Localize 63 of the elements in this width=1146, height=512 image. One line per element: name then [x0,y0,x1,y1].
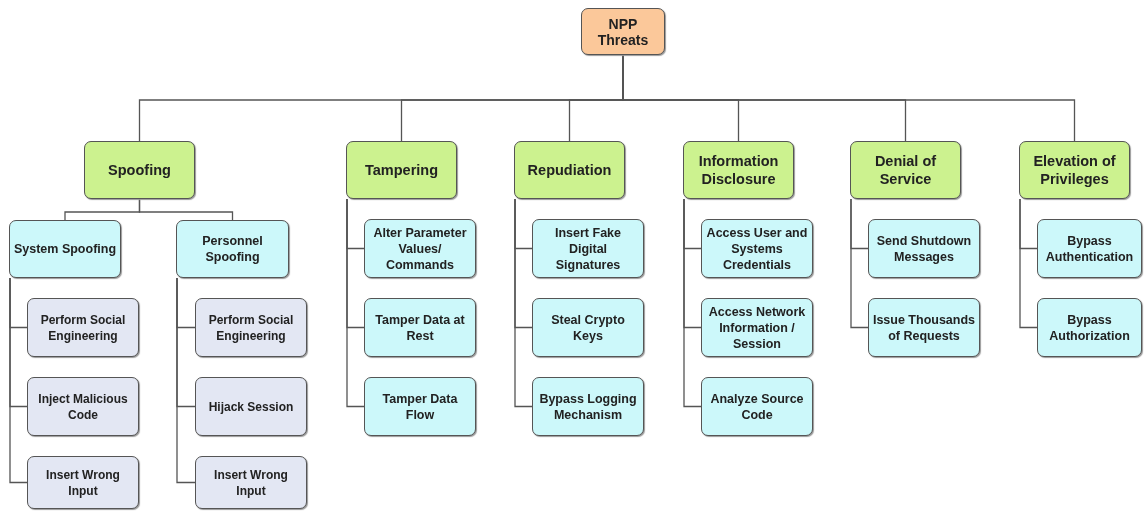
threat-label: Hijack Session [207,398,295,415]
threat-subcategory-box [532,298,644,357]
threat-category-box [683,141,794,199]
threat-label: NPP Threats [596,15,650,48]
threat-label: Access User and Systems Credentials [705,224,809,273]
threat-label: Analyze Source Code [709,390,805,423]
threat-label: Personnel Spoofing [201,233,264,265]
threat-subcategory-box [701,377,813,436]
threat-label: Insert Wrong Input [45,466,121,499]
connector-line [138,198,234,221]
threat-leaf-box [27,377,139,436]
connector-line [346,198,365,408]
connector-line [514,198,533,408]
threat-subcategory-box [364,298,476,357]
connector-line [683,198,702,408]
threat-label: Bypass Authentication [1044,232,1135,265]
threat-subcategory-box [364,219,476,278]
threat-subcategory-box [1037,219,1142,278]
threat-category-box [850,141,961,199]
threat-label: Send Shutdown Messages [875,232,973,265]
threat-subcategory-box [532,219,644,278]
threat-leaf-box [27,456,139,509]
threat-category-box [514,141,625,199]
threat-subcategory-box [868,219,980,278]
threat-label: Elevation of Privileges [1032,152,1117,188]
root-threat-box [581,8,665,55]
threat-subcategory-box [9,220,121,278]
threat-label: Spoofing [107,161,172,179]
threat-leaf-box [195,456,307,509]
threat-subcategory-box [868,298,980,357]
threat-subcategory-box [701,298,813,357]
threat-label: Inject Malicious Code [37,390,129,423]
threat-label: Perform Social Engineering [207,311,295,344]
threat-leaf-box [27,298,139,357]
threat-label: Alter Parameter Values/ Commands [372,224,468,273]
threat-label: Denial of Service [873,152,938,188]
threat-label: Perform Social Engineering [39,311,127,344]
threat-subcategory-box [176,220,289,278]
threat-label: Issue Thousands of Requests [871,311,977,344]
threat-label: Tamper Data Flow [381,390,459,423]
connector-line [176,277,196,484]
threat-label: Insert Fake Digital Signatures [554,224,622,273]
threat-subcategory-box [364,377,476,436]
threat-label: Information Disclosure [697,152,780,188]
connector-line [850,198,869,329]
threat-category-box [346,141,457,199]
threat-label: Repudiation [526,161,613,179]
threat-label: System Spoofing [12,241,118,257]
threat-label: Access Network Information / Session [707,303,807,352]
connector-line [9,277,28,484]
threat-leaf-box [195,298,307,357]
threat-subcategory-box [532,377,644,436]
threat-label: Bypass Logging Mechanism [538,390,638,423]
connector-line [1019,198,1038,329]
threat-label: Insert Wrong Input [213,466,289,499]
threat-category-box [1019,141,1130,199]
threat-label: Steal Crypto Keys [550,311,626,344]
threat-subcategory-box [1037,298,1142,357]
threat-label: Tamper Data at Rest [374,311,466,344]
threat-leaf-box [195,377,307,436]
threat-label: Tampering [363,161,439,179]
threat-label: Bypass Authorization [1048,311,1131,344]
threat-category-box [84,141,195,199]
